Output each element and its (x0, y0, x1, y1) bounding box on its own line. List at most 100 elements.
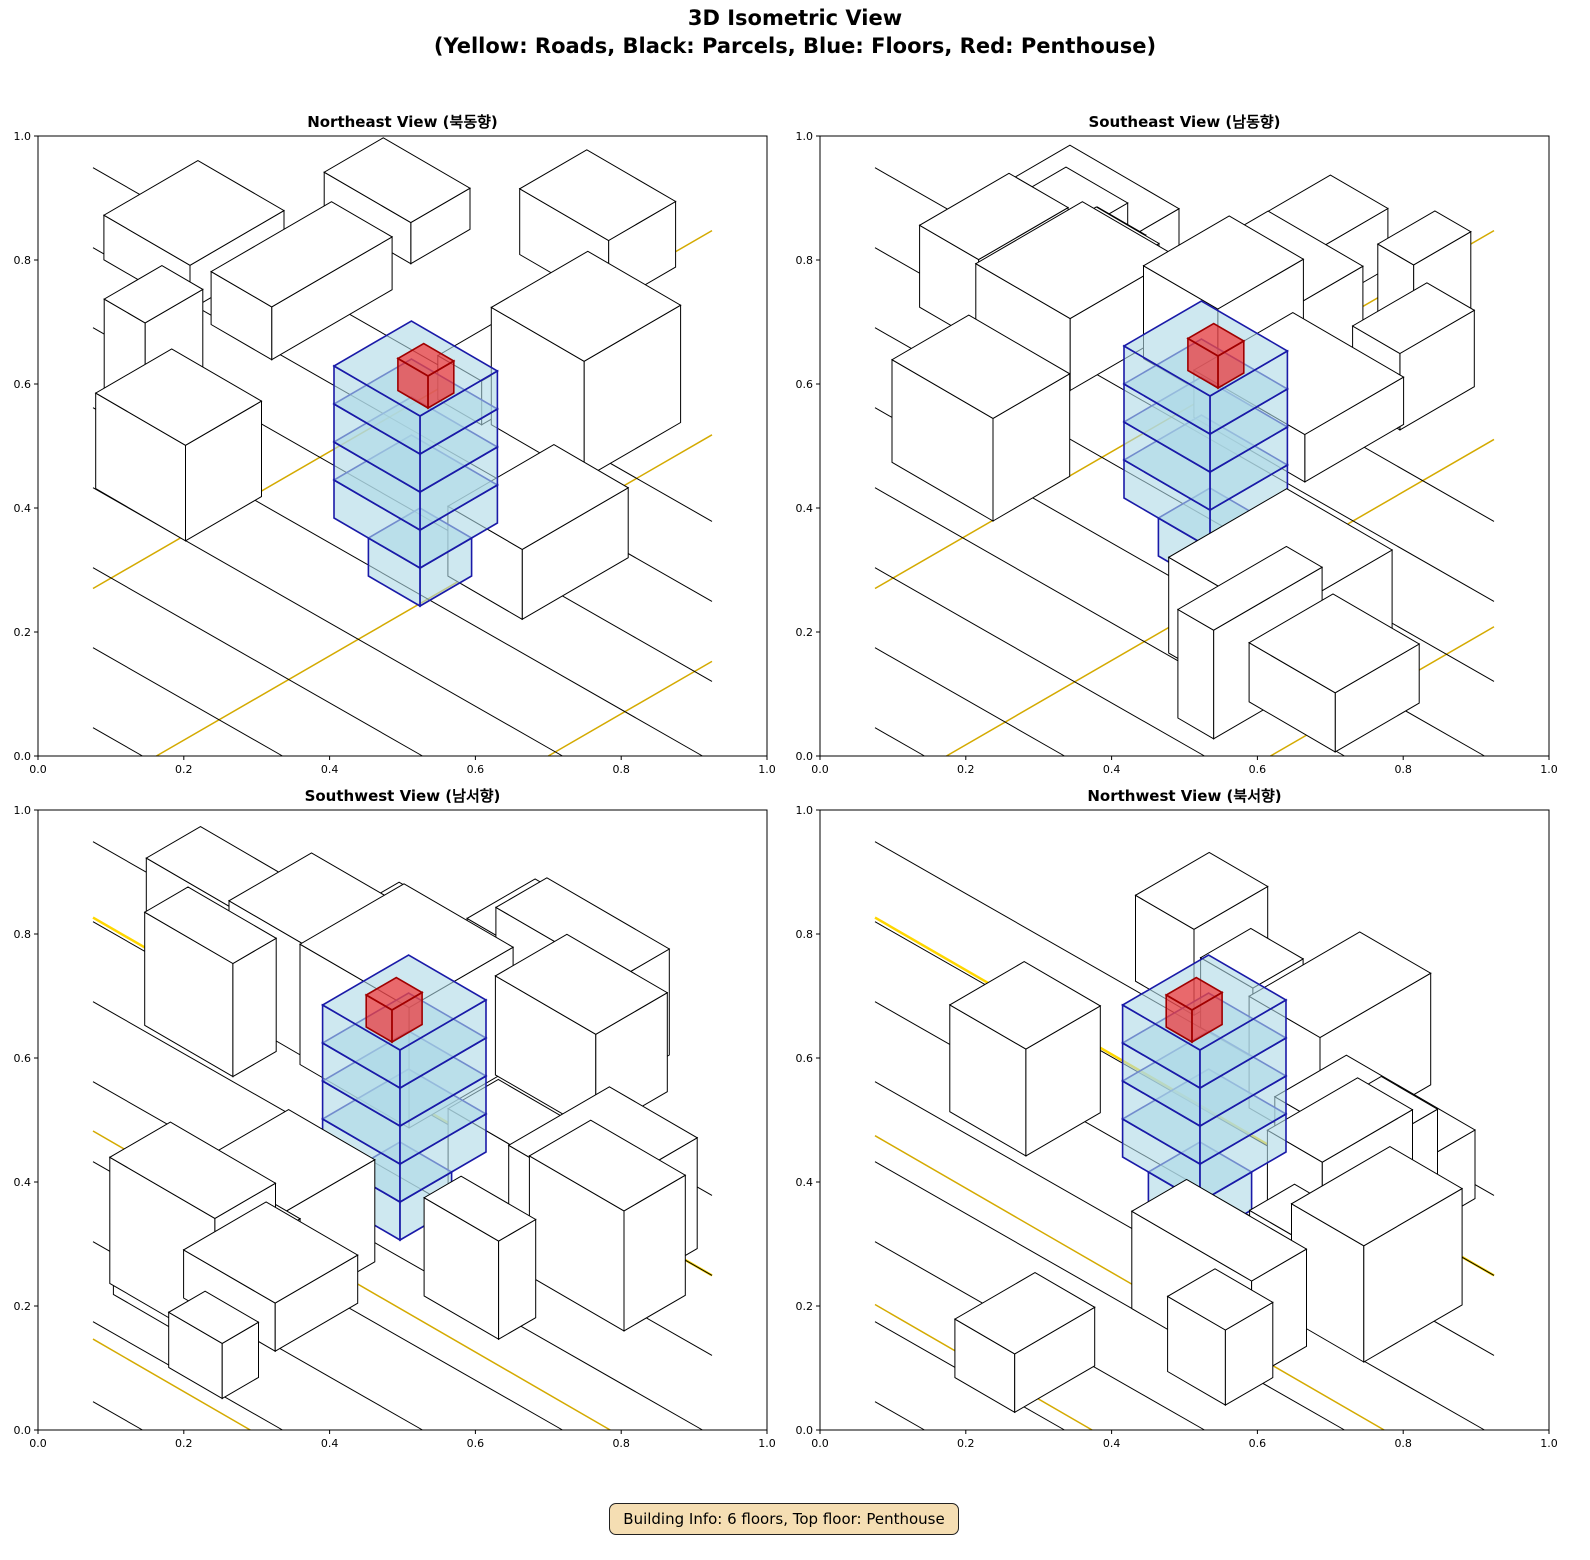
x-tick-label: 1.0 (758, 1437, 776, 1450)
parcel-building-top (490, 250, 682, 362)
parcel-building-top (94, 348, 263, 446)
parcel-building-top (423, 1175, 537, 1242)
parcel-building-top (1142, 215, 1305, 310)
y-tick-label: 0.6 (14, 378, 32, 391)
parcel-building-top (518, 149, 677, 242)
parcel-building-top (1376, 210, 1472, 266)
parcel-line (874, 1161, 1345, 1431)
parcel-building-top (918, 172, 1070, 261)
y-tick-label: 0.2 (14, 1300, 32, 1313)
penthouse-top (396, 342, 456, 377)
x-tick-label: 0.6 (467, 763, 485, 776)
parcel-line (92, 647, 283, 757)
parcel-building-top (1166, 1268, 1274, 1331)
y-tick-label: 1.0 (796, 804, 814, 817)
parcel-line (874, 1401, 925, 1431)
x-tick-label: 0.0 (29, 1437, 47, 1450)
y-tick-label: 0.2 (14, 626, 32, 639)
figure-subtitle: (Yellow: Roads, Black: Parcels, Blue: Fl… (433, 34, 1157, 58)
y-tick-label: 0.0 (796, 1424, 814, 1437)
parcel-building-top (953, 1272, 1096, 1355)
parcel-building-top (182, 1201, 359, 1304)
parcel-building-top (494, 933, 669, 1035)
parcel-building-top (103, 265, 204, 324)
penthouse-top (1164, 976, 1224, 1011)
y-tick-label: 0.4 (796, 1176, 814, 1189)
parcel-line (92, 1401, 143, 1431)
axes-frame (37, 135, 768, 757)
parcel-building-top (1134, 851, 1269, 930)
scene (874, 136, 1495, 757)
y-tick-label: 0.0 (14, 750, 32, 763)
y-tick-label: 0.6 (796, 378, 814, 391)
parcel-building-side (1177, 608, 1215, 740)
y-tick-label: 0.6 (14, 1052, 32, 1065)
parcel-building-top (494, 877, 671, 980)
axes-frame (37, 809, 768, 1431)
parcel-building-top (299, 883, 515, 1009)
x-tick-label: 0.2 (175, 1437, 193, 1450)
building-floors (332, 320, 499, 608)
y-tick-label: 0.2 (796, 626, 814, 639)
axes-frame (819, 809, 1550, 1431)
scene (92, 136, 713, 757)
road-line (547, 660, 713, 757)
y-tick-label: 1.0 (14, 804, 32, 817)
x-tick-label: 0.8 (612, 763, 630, 776)
y-tick-label: 0.0 (796, 750, 814, 763)
parcel-building-top (210, 201, 394, 308)
x-tick-label: 0.2 (957, 763, 975, 776)
road-line (874, 1135, 1385, 1431)
x-tick-label: 0.6 (1249, 763, 1267, 776)
y-tick-label: 0.2 (796, 1300, 814, 1313)
x-tick-label: 0.4 (1103, 1437, 1121, 1450)
panel-title-northeast: Northeast View (북동향) (307, 113, 498, 131)
y-tick-label: 0.4 (14, 502, 32, 515)
parcel-line (874, 727, 925, 757)
x-tick-label: 0.8 (1394, 763, 1412, 776)
parcel-line (874, 647, 1065, 757)
parcel-building-top (108, 1121, 277, 1219)
parcel-building-top (891, 314, 1071, 419)
x-tick-label: 0.6 (1249, 1437, 1267, 1450)
x-tick-label: 0.0 (811, 763, 829, 776)
parcel-line (92, 567, 423, 757)
parcel-building-top (948, 961, 1102, 1050)
parcel-building-top (1290, 1146, 1464, 1247)
x-tick-label: 0.6 (467, 1437, 485, 1450)
parcel-building-top (1248, 593, 1421, 694)
x-tick-label: 0.2 (175, 763, 193, 776)
parcel-building-top (974, 201, 1178, 320)
parcel-building-top (1351, 282, 1476, 355)
x-tick-label: 0.8 (612, 1437, 630, 1450)
parcel-building-top (1176, 545, 1324, 631)
parcel-building-top (1130, 1178, 1308, 1282)
road-line (92, 1338, 251, 1431)
x-tick-label: 1.0 (758, 763, 776, 776)
y-tick-label: 0.8 (796, 254, 814, 267)
parcel-building-top (528, 1119, 687, 1212)
y-tick-label: 1.0 (796, 130, 814, 143)
y-tick-label: 0.8 (14, 928, 32, 941)
y-tick-label: 0.6 (796, 1052, 814, 1065)
y-tick-label: 0.8 (14, 254, 32, 267)
parcel-building-top (102, 160, 285, 266)
x-tick-label: 0.0 (811, 1437, 829, 1450)
scene (92, 810, 713, 1431)
panel-title-southeast: Southeast View (남동향) (1088, 113, 1281, 131)
panel-title-northwest: Northwest View (북서향) (1087, 787, 1282, 805)
parcel-building-top (167, 1290, 260, 1344)
building-info-box: Building Info: 6 floors, Top floor: Pent… (609, 1503, 959, 1535)
penthouse-top (1186, 322, 1246, 357)
y-tick-label: 1.0 (14, 130, 32, 143)
y-tick-label: 0.4 (796, 502, 814, 515)
parcel-line (874, 567, 1205, 757)
parcel-building-top (323, 137, 471, 224)
x-tick-label: 1.0 (1540, 763, 1558, 776)
y-tick-label: 0.4 (14, 1176, 32, 1189)
x-tick-label: 0.4 (321, 763, 339, 776)
x-tick-label: 0.4 (321, 1437, 339, 1450)
